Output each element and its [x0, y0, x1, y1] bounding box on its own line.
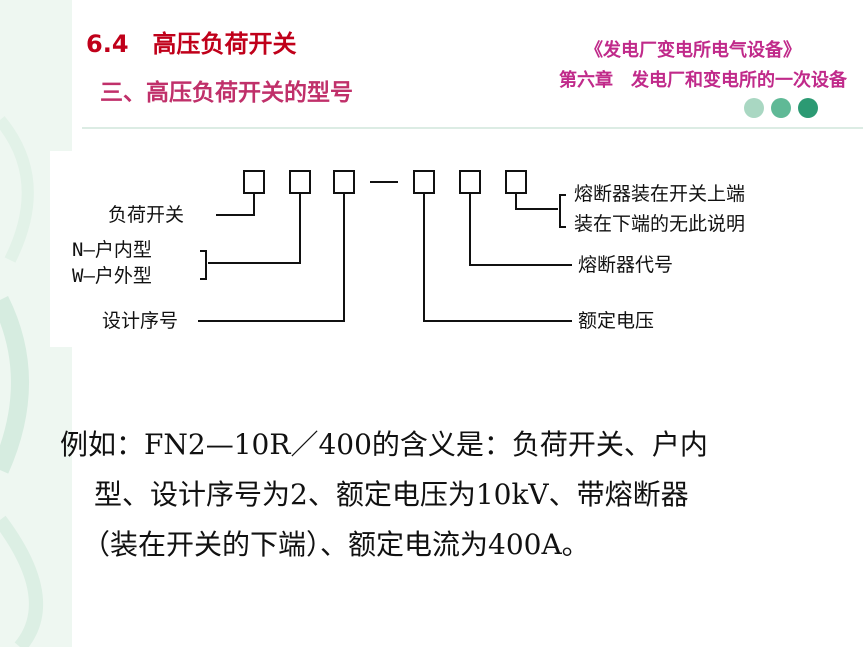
model-number-diagram: 负荷开关 N—户内型 W—户外型 设计序号 熔断器装在开关上端 装在下端的无此说…	[50, 151, 840, 347]
example-line: 型、设计序号为2、额定电压为10kV、带熔断器	[94, 478, 689, 511]
example-paragraph: 例如：FN2—10R／400的含义是：负荷开关、户内 型、设计序号为2、额定电压…	[60, 420, 850, 570]
diagram-lines	[198, 170, 572, 322]
example-line: 例如：FN2—10R／400的含义是：负荷开关、户内	[60, 428, 708, 461]
label-fuse-bottom: 装在下端的无此说明	[574, 213, 746, 235]
label-design-number: 设计序号	[102, 310, 179, 332]
label-outdoor-type: W—户外型	[72, 265, 152, 287]
dot-icon	[744, 98, 764, 118]
label-rated-voltage: 额定电压	[578, 310, 655, 332]
book-title: 《发电厂变电所电气设备》	[585, 40, 801, 61]
example-line: （装在开关的下端）、额定电流为400A。	[82, 528, 590, 561]
label-load-switch: 负荷开关	[108, 204, 185, 226]
dot-icon	[771, 98, 791, 118]
section-title: 6.4 高压负荷开关	[86, 30, 297, 58]
chapter-title: 第六章 发电厂和变电所的一次设备	[559, 70, 847, 91]
decorative-dots	[744, 98, 824, 120]
label-fuse-top: 熔断器装在开关上端	[574, 183, 746, 205]
dot-icon	[798, 98, 818, 118]
label-indoor-type: N—户内型	[72, 239, 152, 261]
label-fuse-code: 熔断器代号	[578, 254, 674, 276]
slide-subtitle: 三、高压负荷开关的型号	[100, 80, 353, 106]
